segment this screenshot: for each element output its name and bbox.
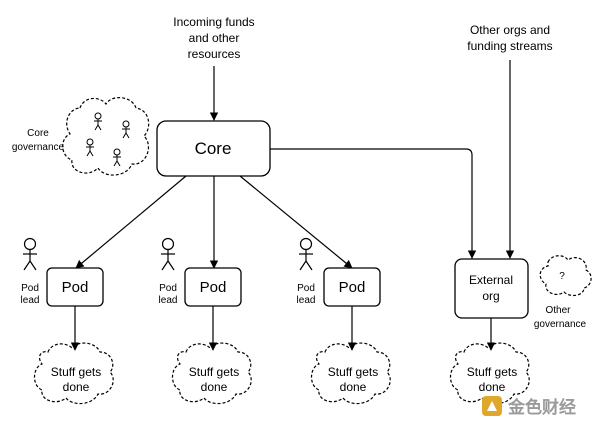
svg-text:Stuff gets: Stuff gets xyxy=(328,365,378,379)
outcome-label: Stuff gets done xyxy=(189,365,239,394)
svg-text:Core: Core xyxy=(27,128,49,139)
svg-text:done: done xyxy=(201,380,228,394)
core-governance-cloud xyxy=(62,97,150,176)
core-governance-label: Core governance xyxy=(12,128,65,153)
pod-label: Pod xyxy=(62,279,89,296)
pod-label: Pod xyxy=(200,279,227,296)
outcome-label: Stuff gets done xyxy=(328,365,378,394)
svg-text:Stuff gets: Stuff gets xyxy=(189,365,239,379)
arrow-core-to-pod-1 xyxy=(75,175,187,269)
svg-text:金色财经: 金色财经 xyxy=(507,397,576,417)
watermark: 金色财经 xyxy=(482,396,576,417)
svg-text:done: done xyxy=(479,380,506,394)
svg-text:governance: governance xyxy=(12,142,65,153)
svg-text:Incoming funds: Incoming funds xyxy=(173,15,254,29)
outcome-label: Stuff gets done xyxy=(51,365,101,394)
governance-member-icon xyxy=(85,138,95,157)
pod-lead-icon xyxy=(298,237,314,271)
pod-lead-label: Pod lead xyxy=(159,283,178,306)
svg-text:lead: lead xyxy=(297,295,316,306)
svg-text:governance: governance xyxy=(534,319,587,330)
arrow-core-to-external xyxy=(270,148,477,259)
svg-text:funding streams: funding streams xyxy=(467,39,552,53)
pod-lead-icon xyxy=(22,237,38,271)
other-orgs-label: Other orgs and funding streams xyxy=(467,23,552,53)
svg-text:and other: and other xyxy=(189,31,240,45)
external-org-label: External org xyxy=(469,273,513,303)
other-governance-cloud xyxy=(539,255,592,297)
svg-text:Stuff gets: Stuff gets xyxy=(51,365,101,379)
svg-text:Other orgs and: Other orgs and xyxy=(470,23,550,37)
svg-text:done: done xyxy=(340,380,367,394)
svg-text:resources: resources xyxy=(188,47,241,61)
svg-text:Pod: Pod xyxy=(21,283,39,294)
svg-text:Pod: Pod xyxy=(159,283,177,294)
pod-lead-label: Pod lead xyxy=(21,283,40,306)
governance-member-icon xyxy=(93,112,103,131)
outcome-cloud xyxy=(449,342,530,405)
svg-text:Other: Other xyxy=(545,305,571,316)
other-governance-label: Other governance xyxy=(534,305,587,330)
governance-member-icon xyxy=(112,148,122,167)
outcome-cloud xyxy=(310,342,391,405)
pod-lead-label: Pod lead xyxy=(297,283,316,306)
question-mark-icon: ? xyxy=(559,271,565,282)
pod-label: Pod xyxy=(339,279,366,296)
incoming-funds-label: Incoming funds and other resources xyxy=(173,15,254,61)
svg-text:Pod: Pod xyxy=(297,283,315,294)
svg-text:lead: lead xyxy=(159,295,178,306)
arrow-core-to-pod-3 xyxy=(239,175,353,269)
outcome-cloud xyxy=(171,342,252,405)
svg-text:done: done xyxy=(63,380,90,394)
svg-text:lead: lead xyxy=(21,295,40,306)
outcome-cloud xyxy=(33,342,114,405)
outcome-label: Stuff gets done xyxy=(467,365,517,394)
pod-lead-icon xyxy=(160,237,176,271)
core-label: Core xyxy=(195,139,232,158)
svg-text:External: External xyxy=(469,273,513,287)
svg-text:Stuff gets: Stuff gets xyxy=(467,365,517,379)
svg-text:org: org xyxy=(482,289,499,303)
governance-member-icon xyxy=(121,120,131,139)
